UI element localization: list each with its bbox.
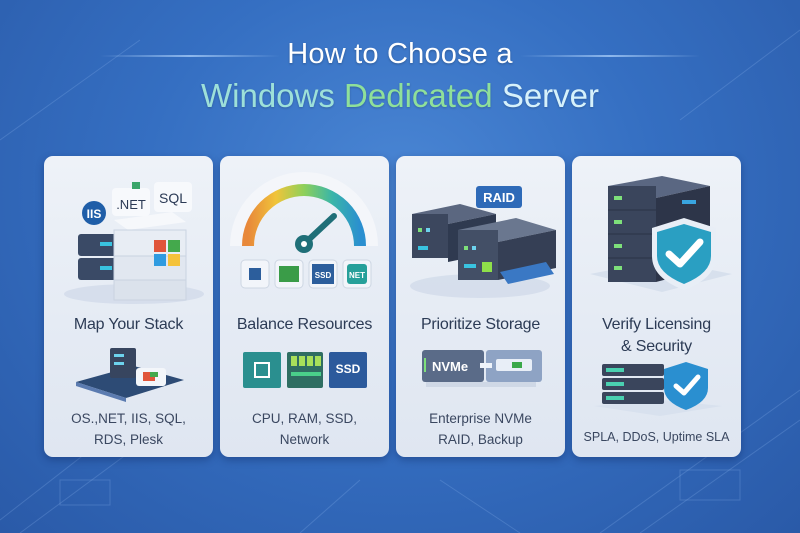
card-balance-resources: SSD NET Balance Resources SSD CPU, RAM, …	[220, 156, 389, 457]
heading-line-1: Verify Licensing	[602, 316, 711, 333]
title-rule-right	[520, 55, 700, 57]
resource-tiles-icon: SSD	[243, 352, 367, 388]
card-prioritize-storage: RAID Prioritize Storage NVMe Enterprise …	[396, 156, 565, 457]
dotnet-badge-icon: .NET	[112, 182, 150, 216]
sql-badge-icon: SQL	[154, 182, 192, 212]
ram-module-icon	[274, 259, 304, 289]
server-stack-icon	[78, 212, 187, 301]
shield-check-icon	[652, 218, 716, 290]
gauge-illustration: SSD NET	[230, 172, 378, 289]
card-heading: Prioritize Storage	[420, 316, 541, 333]
svg-text:SSD: SSD	[315, 271, 332, 280]
svg-text:NET: NET	[349, 271, 365, 280]
title-line-2: Windows Dedicated Server	[0, 74, 800, 118]
nvme-drive-icon: NVMe	[422, 350, 542, 387]
ssd-icon: SSD	[308, 259, 338, 289]
page-header: How to Choose a Windows Dedicated Server	[0, 34, 800, 118]
card-description: Enterprise NVMe RAID, Backup	[396, 408, 565, 450]
card-description: CPU, RAM, SSD, Network	[220, 408, 389, 450]
description-line-1: CPU, RAM, SSD,	[251, 411, 357, 426]
title-word-windows: Windows	[200, 77, 335, 114]
card-heading: Map Your Stack	[73, 316, 184, 333]
title-word-dedicated: Dedicated	[344, 77, 493, 114]
title-rule-left	[100, 55, 280, 57]
server-shield-icon	[594, 362, 722, 416]
speedometer-gauge-icon	[230, 172, 378, 253]
security-illustration	[590, 176, 732, 292]
svg-text:SQL: SQL	[159, 190, 187, 206]
cards-row: IIS .NET SQL Map Your Stack OS.,NET,	[44, 156, 741, 457]
svg-text:IIS: IIS	[87, 207, 102, 221]
card-heading: Verify Licensing & Security	[572, 314, 741, 358]
card-map-your-stack: IIS .NET SQL Map Your Stack OS.,NET,	[44, 156, 213, 457]
raid-label: RAID	[476, 186, 522, 208]
heading-line-2: & Security	[621, 338, 692, 355]
card-verify-licensing-security: Verify Licensing & Security SPLA, DDoS, …	[572, 156, 741, 457]
title-word-server: Server	[501, 77, 600, 114]
description-line-1: Enterprise NVMe	[429, 411, 532, 426]
description-line-1: OS.,NET, IIS, SQL,	[71, 411, 186, 426]
svg-text:NVMe: NVMe	[432, 359, 468, 374]
description-line-2: RAID, Backup	[438, 432, 523, 447]
iis-badge-icon: IIS	[82, 201, 106, 225]
server-platform-icon	[76, 348, 184, 402]
network-icon: NET	[342, 259, 372, 289]
title-line-1: How to Choose a	[287, 38, 513, 70]
raid-servers-icon	[412, 204, 556, 284]
svg-text:RAID: RAID	[483, 190, 515, 205]
card-description: SPLA, DDoS, Uptime SLA	[572, 427, 741, 448]
description-line-1: SPLA, DDoS, Uptime SLA	[583, 430, 730, 444]
svg-text:SSD: SSD	[336, 362, 361, 376]
windows-logo-icon	[154, 240, 180, 266]
cpu-chip-icon	[240, 259, 270, 289]
description-line-2: Network	[279, 432, 330, 447]
stack-illustration: IIS .NET SQL	[64, 182, 204, 304]
description-line-2: RDS, Plesk	[93, 432, 164, 447]
svg-text:.NET: .NET	[116, 197, 146, 212]
raid-illustration: RAID	[410, 186, 556, 298]
card-description: OS.,NET, IIS, SQL, RDS, Plesk	[44, 408, 213, 450]
card-heading: Balance Resources	[236, 316, 373, 333]
